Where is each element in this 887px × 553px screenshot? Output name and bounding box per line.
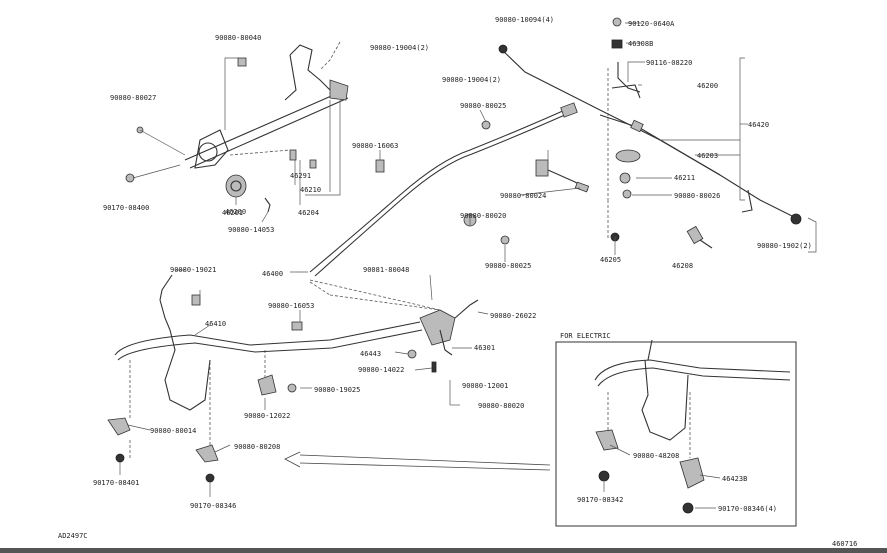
label-l_top_13: 46208 — [672, 262, 693, 270]
label-l_top_16: 90080-80024 — [500, 192, 546, 200]
label-l_mid_05: 90080-16053 — [268, 302, 314, 310]
label-l_mid_02: 90080-19021 — [170, 266, 216, 274]
label-l_bot_01: 90080-80014 — [150, 427, 196, 435]
equalizer-bracket — [309, 274, 489, 406]
label-l_bot_02: 90170-08401 — [93, 479, 139, 487]
pedal-assembly — [125, 41, 349, 223]
label-l_mid_11: 90080-19025 — [314, 386, 360, 394]
label-l_top_11: 90080-80026 — [674, 192, 720, 200]
label-l_mid_09: 46443 — [360, 350, 381, 358]
label-l_top_18: 90080-16063 — [352, 142, 398, 150]
label-corner-right: 460716 — [832, 540, 857, 548]
label-l_left_04: 46210 — [300, 186, 321, 194]
label-l_top_04: 90116-08220 — [646, 59, 692, 67]
label-l_left_01: 90080-80040 — [215, 34, 261, 42]
label-l_left_05: 46204 — [298, 209, 319, 217]
label-l_top_10: 46211 — [674, 174, 695, 182]
label-l_mid_07: 46301 — [474, 344, 495, 352]
label-l_top_15: 90080-80025 — [460, 102, 506, 110]
bottom-border — [0, 548, 887, 553]
label-l_left_09: 90080-14053 — [228, 226, 274, 234]
label-l_top_05: 46200 — [697, 82, 718, 90]
label-l_left_06: 46200 — [225, 208, 246, 216]
label-l_left_03: 46291 — [290, 172, 311, 180]
label-l_top_03: 46308B — [628, 40, 653, 48]
label-l_top_17: 90080-80020 — [460, 212, 506, 220]
part-labels: 90080-10094(4) 90120-0640A 46308B 90116-… — [58, 16, 857, 548]
label-l_bot_04: 90170-08346 — [190, 502, 236, 510]
front-cable — [290, 102, 590, 311]
label-l_top_02: 90120-0640A — [628, 20, 675, 28]
label-l_mid_01: 46400 — [262, 270, 283, 278]
label-l_top_08: 90080-19004(2) — [442, 76, 501, 84]
label-l_mid_03: 90081-80048 — [363, 266, 409, 274]
label-l_inset_02: 46423B — [722, 475, 747, 483]
intermediate-lever-and-crossbar — [107, 269, 423, 497]
label-l_inset_03: 90170-08342 — [577, 496, 623, 504]
label-l_top_19: 90080-80025 — [485, 262, 531, 270]
label-l_top_06: 46420 — [748, 121, 769, 129]
label-l_top_01: 90080-10094(4) — [495, 16, 554, 24]
label-l_mid_12: 90080-80020 — [478, 402, 524, 410]
label-l_mid_04: 90080-26022 — [490, 312, 536, 320]
label-l_bot_03: 90080-80208 — [234, 443, 280, 451]
label-inset-title: FOR ELECTRIC — [560, 332, 611, 340]
label-l_top_12: 46205 — [600, 256, 621, 264]
label-l_mid_13: 90080-12022 — [244, 412, 290, 420]
label-l_mid_06: 46410 — [205, 320, 226, 328]
electric-variant-inset — [555, 339, 797, 527]
label-l_left_02: 90080-80027 — [110, 94, 156, 102]
label-corner-left: AD2497C — [58, 532, 88, 540]
label-l_mid_10: 90080-12001 — [462, 382, 508, 390]
label-l_top_09: 46203 — [697, 152, 718, 160]
label-l_left_08: 46201 — [222, 209, 243, 217]
label-l_top_07: 90080-19004(2) — [370, 44, 429, 52]
label-l_mid_08: 90080-14022 — [358, 366, 404, 374]
inset-arrow — [284, 451, 551, 471]
label-l_top_14: 90080-1902(2) — [757, 242, 812, 250]
rear-cable-assembly — [498, 17, 817, 255]
label-l_inset_01: 90080-48208 — [633, 452, 679, 460]
label-l_left_07: 90170-08400 — [103, 204, 149, 212]
label-l_inset_04: 90170-08346(4) — [718, 505, 777, 513]
